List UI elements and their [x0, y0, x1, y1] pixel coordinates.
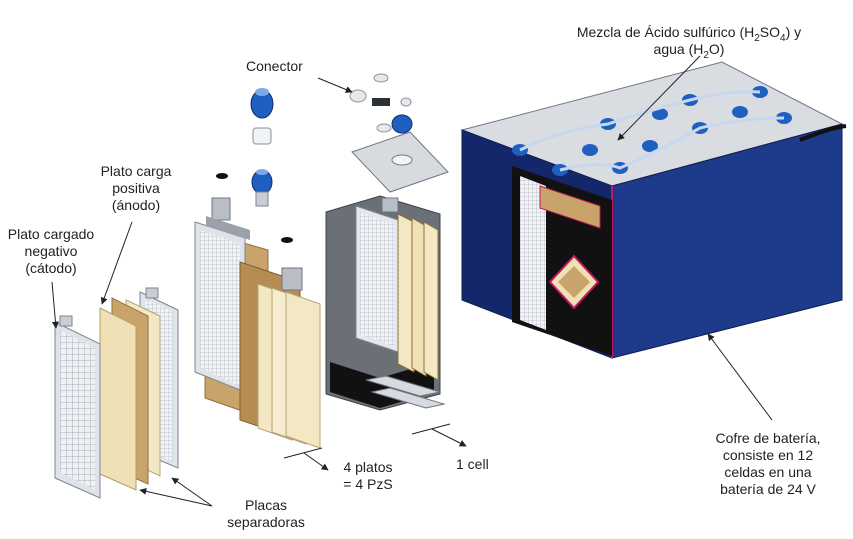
arrow-connector — [317, 77, 353, 93]
cutaway-diamond-inner — [558, 266, 590, 298]
separator-plate-cream — [99, 307, 137, 491]
label-connector: Conector — [246, 58, 303, 74]
connector-cap-2-top-icon — [256, 169, 268, 175]
cell-grid — [360, 212, 394, 346]
small-cap-1-icon — [373, 73, 389, 83]
four-plate-assembly — [194, 197, 321, 449]
small-cap-6-icon — [400, 97, 412, 107]
label-positive-plate-line3: (ánodo) — [111, 197, 161, 213]
cutaway-plate — [539, 185, 601, 229]
label-negative-plate: Plato cargado negativo (cátodo) — [0, 226, 102, 277]
small-cap-4-icon — [391, 114, 413, 134]
small-cap-3-icon — [372, 98, 390, 106]
assembly-terminal-back — [211, 197, 231, 221]
arrow-negative-plate — [51, 281, 59, 329]
arrow-separator-2 — [171, 477, 213, 507]
cell-lid-hole — [391, 154, 413, 166]
label-acid-line1: Mezcla de Ácido sulfúrico (H2SO4) y — [576, 24, 802, 44]
cell-terminal — [381, 197, 399, 213]
assembly-back-grid — [200, 230, 240, 386]
battery-case — [460, 61, 847, 359]
label-one-cell: 1 cell — [456, 456, 489, 472]
case-cap-6 — [642, 140, 658, 152]
tick-four-plates — [283, 447, 323, 459]
label-separators-line2: separadoras — [227, 514, 305, 530]
negative-plate-lug — [59, 315, 73, 327]
label-separators-line1: Placas — [244, 497, 288, 513]
arrow-separator-1 — [139, 487, 213, 507]
label-battery-case-line2: consiste en 12 — [722, 447, 814, 463]
seal-disc-icon — [216, 173, 228, 179]
cell-plate-cream-3 — [423, 221, 439, 381]
label-positive-plate: Plato carga positiva (ánodo) — [86, 163, 186, 214]
arrow-acid — [617, 55, 701, 141]
cell-bottom-bridge — [365, 375, 441, 397]
arrow-four-plates — [303, 452, 329, 471]
connector-ring-icon — [252, 127, 272, 145]
case-cable — [799, 124, 847, 142]
case-cell-caps — [512, 86, 792, 176]
cutaway-grid — [520, 176, 546, 330]
cell-bottom-bridge-2 — [370, 387, 446, 409]
label-negative-plate-line3: (cátodo) — [25, 260, 77, 276]
connector-base-icon — [255, 191, 269, 207]
case-cap-3 — [582, 144, 598, 156]
connector-cap-top-icon — [255, 88, 269, 96]
connector-parts — [216, 73, 413, 243]
case-cap-12 — [652, 108, 668, 120]
label-four-plates: 4 platos = 4 PzS — [330, 459, 406, 493]
cell-plate-cream-1 — [397, 213, 415, 373]
single-cell — [325, 131, 449, 411]
label-positive-plate-line2: positiva — [112, 180, 160, 196]
arrow-battery-case — [707, 333, 773, 421]
case-cap-9 — [732, 106, 748, 118]
label-four-plates-line2: = 4 PzS — [343, 476, 393, 492]
label-negative-plate-line2: negativo — [24, 243, 78, 259]
assembly-front-cream-3 — [285, 291, 321, 449]
arrow-positive-plate — [100, 221, 133, 305]
annotation-lines — [51, 55, 773, 507]
assembly-terminal-front — [281, 267, 303, 291]
arrow-one-cell — [431, 428, 467, 447]
label-battery-case-line4: batería de 24 V — [720, 481, 816, 497]
small-cap-2-icon — [349, 89, 367, 103]
label-acid-mixture: Mezcla de Ácido sulfúrico (H2SO4) y agua… — [558, 24, 820, 61]
tick-one-cell — [411, 423, 451, 435]
seal-disc-2-icon — [281, 237, 293, 243]
label-separators: Placas separadoras — [214, 497, 318, 531]
plate-stack-exploded — [54, 287, 179, 499]
label-battery-case-line3: celdas en una — [724, 464, 812, 480]
label-four-plates-line1: 4 platos — [343, 459, 393, 475]
label-positive-plate-line1: Plato carga — [100, 163, 172, 179]
cell-plate-cream-2 — [411, 217, 427, 377]
label-battery-case-line1: Cofre de batería, — [715, 430, 821, 446]
label-battery-case: Cofre de batería, consiste en 12 celdas … — [700, 430, 836, 498]
separator-plate-lug — [145, 287, 159, 299]
case-tubing-2 — [559, 116, 785, 172]
assembly-strap — [206, 216, 250, 240]
small-cap-5-icon — [376, 123, 392, 133]
label-negative-plate-line1: Plato cargado — [7, 226, 95, 242]
negative-plate-grid — [60, 330, 95, 490]
label-acid-line2: agua (H2O) — [653, 41, 725, 61]
